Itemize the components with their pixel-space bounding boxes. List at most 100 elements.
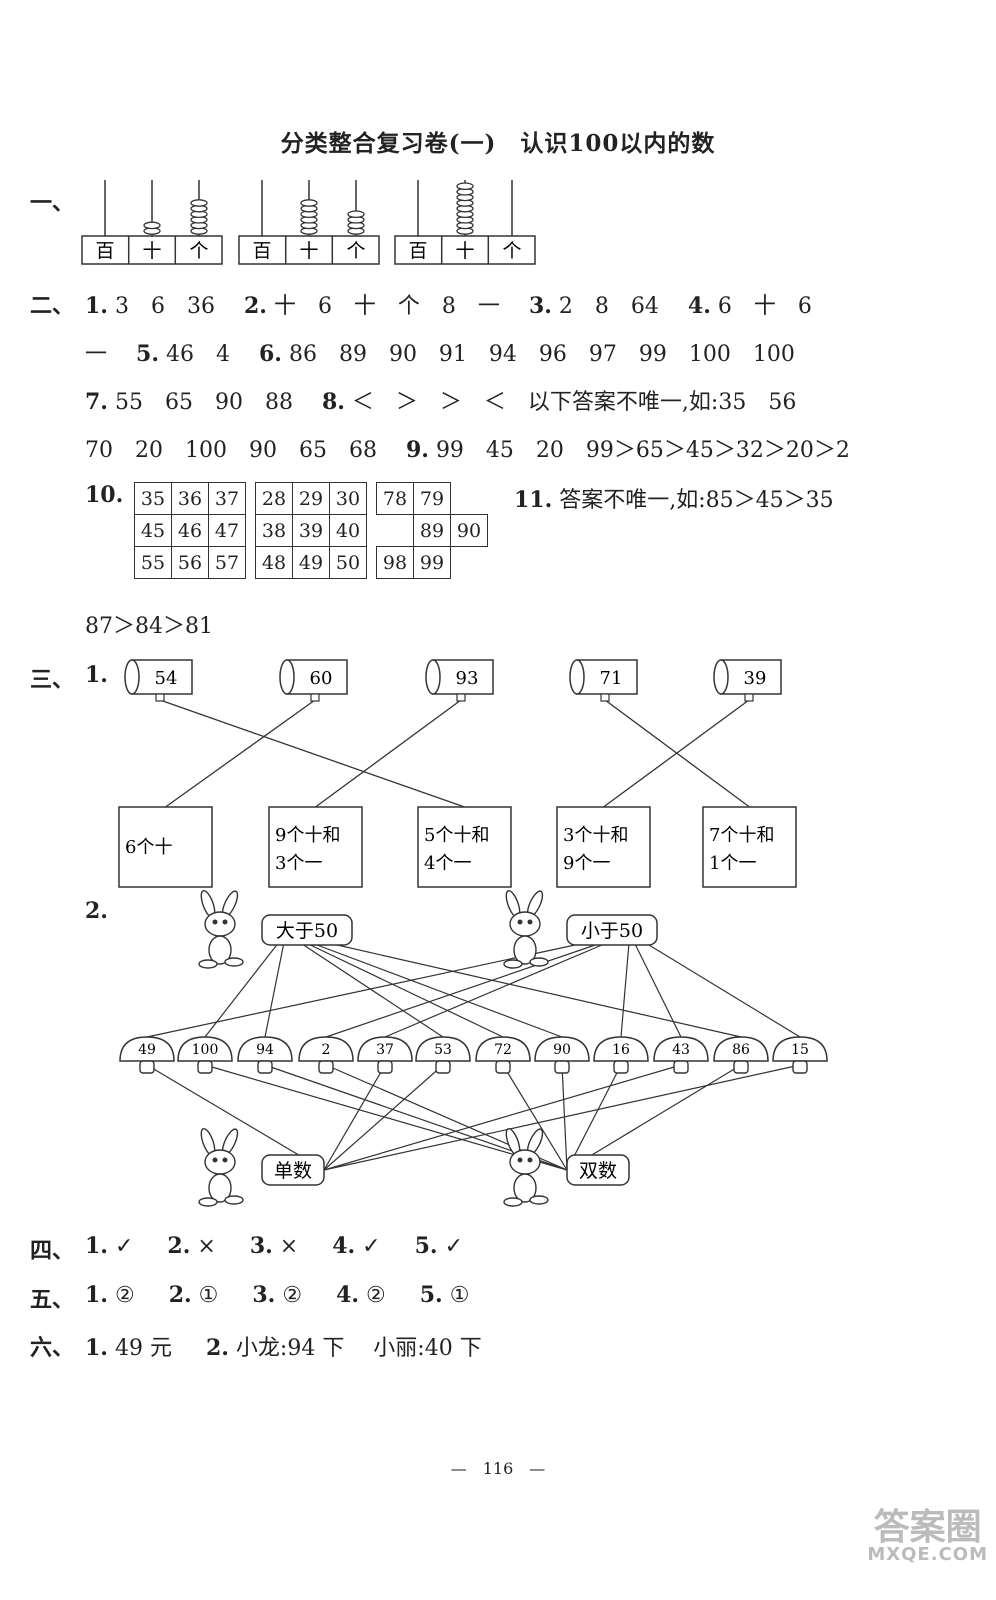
rabbit-body [208, 935, 232, 965]
abacus-label: 个 [189, 240, 208, 262]
grid-cell: 38 [255, 514, 293, 547]
drum-tab [456, 693, 466, 702]
number-drum: 93 [425, 659, 494, 702]
mushroom-cap [237, 1036, 293, 1062]
mushroom-number: 43 [672, 1042, 690, 1058]
rabbit-foot [198, 1197, 218, 1207]
drum-body [286, 659, 348, 695]
grid-empty-cell [451, 547, 488, 579]
section-3-label: 三、 [30, 667, 75, 693]
rabbit-eye [222, 1157, 228, 1163]
match-line [323, 1064, 386, 1171]
drum-tab [600, 693, 610, 702]
match-line [264, 944, 285, 1038]
rabbit-label-box [261, 1154, 325, 1186]
grid-cell: 89 [413, 514, 451, 547]
mushroom-icon: 86 [713, 1036, 769, 1074]
mushroom-cap [713, 1036, 769, 1062]
answer-value: ② [107, 1283, 135, 1308]
mushroom-stem [792, 1060, 808, 1074]
rabbit-foot [503, 1197, 523, 1207]
page-number: — 116 — [450, 1459, 546, 1478]
place-value-box [702, 806, 797, 888]
abacus-label: 个 [346, 240, 365, 262]
rabbit-head [204, 1149, 236, 1175]
rabbit-icon [198, 1128, 244, 1207]
rabbit-eye [517, 919, 523, 925]
abacus-bead [300, 199, 318, 207]
match-line [146, 1064, 325, 1171]
grid-cell: 90 [450, 514, 488, 547]
drum-number: 60 [310, 668, 333, 689]
drum-tab [310, 693, 320, 702]
grid-empty-cell [377, 515, 414, 547]
mushroom-cap [177, 1036, 233, 1062]
box-text: 9个十和 [275, 825, 340, 846]
abacus-1: 百十个 [81, 180, 223, 265]
mushroom-icon: 43 [653, 1036, 709, 1074]
abacus-label: 个 [502, 240, 521, 262]
rabbit-foot [529, 1195, 549, 1205]
section-5-label: 五、 [30, 1287, 75, 1313]
grid-cell: 79 [413, 482, 451, 515]
grid-empty-cell [451, 483, 488, 515]
section-6-label: 六、 [30, 1335, 75, 1361]
part3-q2-label: 2. [85, 898, 108, 924]
rabbit-label-box [261, 914, 353, 946]
rabbit-body [208, 1173, 232, 1203]
grid-cell: 49 [292, 546, 330, 579]
mushroom-icon: 72 [475, 1036, 531, 1074]
number-drum: 60 [279, 659, 348, 702]
grid-cell: 98 [376, 546, 414, 579]
match-line [502, 1064, 568, 1171]
number-drum: 54 [124, 659, 193, 702]
match-line [635, 944, 682, 1038]
rabbit-eye [517, 1157, 523, 1163]
match-line [315, 699, 462, 808]
place-value-box [118, 806, 213, 888]
abacus-label: 十 [142, 240, 161, 262]
rabbit-icon [503, 890, 549, 969]
abacus-group: 百十个 百十个 百十个 [81, 180, 536, 265]
rabbit-foot [529, 957, 549, 967]
mushroom-stem [318, 1060, 334, 1074]
abacus-label: 十 [455, 240, 474, 262]
grid-cell: 46 [171, 514, 209, 547]
mushroom-number: 53 [434, 1042, 452, 1058]
mushroom-number: 86 [732, 1042, 750, 1058]
match-line [566, 1064, 742, 1171]
mushroom-number: 49 [138, 1042, 156, 1058]
drum-number: 93 [456, 668, 479, 689]
answer-number: 2. [205, 1335, 229, 1361]
abacus-label: 百 [95, 240, 114, 262]
rabbit-eye [527, 919, 533, 925]
mushroom-icon: 90 [534, 1036, 590, 1074]
part4-answers: 1. ✓2. ×3. ×4. ✓5. ✓ [85, 1233, 463, 1259]
answer-value: ② [359, 1283, 386, 1308]
rabbit-body [513, 1173, 537, 1203]
mushroom-number: 15 [791, 1042, 809, 1058]
answer-value: × [272, 1234, 299, 1259]
mushroom-stem [495, 1060, 511, 1074]
q10-label: 10. [85, 482, 124, 508]
rabbit-label: 双数 [579, 1160, 617, 1182]
place-value-box [417, 806, 512, 888]
rabbit-head [509, 1149, 541, 1175]
grid-cell: 99 [413, 546, 451, 579]
grid-cell: 45 [134, 514, 172, 547]
mushroom-stem [139, 1060, 155, 1074]
mushroom-number: 37 [376, 1042, 394, 1058]
rabbit-body [513, 935, 537, 965]
box-text: 3个十和 [563, 825, 628, 846]
rabbit-foot [503, 959, 523, 969]
abacus-label: 十 [299, 240, 318, 262]
match-line [204, 1064, 568, 1171]
mushroom-cap [772, 1036, 828, 1062]
match-line [620, 944, 630, 1038]
number-drum: 71 [569, 659, 638, 702]
answer-number: 4. [332, 1233, 356, 1259]
answer-value: ① [191, 1283, 219, 1308]
match-line [323, 1064, 801, 1171]
